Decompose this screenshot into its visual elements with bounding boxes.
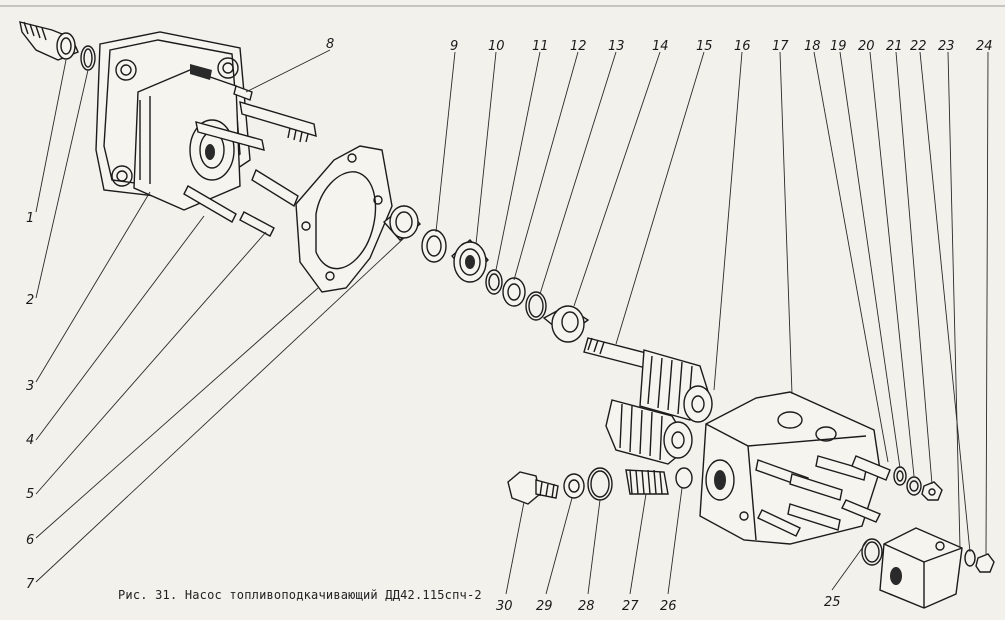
part-13-snap-ring xyxy=(525,291,547,321)
part-29-washer xyxy=(563,473,585,499)
label-29: 29 xyxy=(536,599,553,614)
label-7: 7 xyxy=(26,577,35,592)
label-12: 12 xyxy=(570,39,587,54)
label-15: 15 xyxy=(696,39,713,54)
part-17-pump-body xyxy=(699,391,881,545)
part-12-seal xyxy=(502,277,526,307)
label-13: 13 xyxy=(608,39,625,54)
label-18: 18 xyxy=(804,39,821,54)
label-10: 10 xyxy=(488,39,505,54)
part-9-ring xyxy=(421,229,447,263)
part-24-nut xyxy=(964,549,995,573)
part-18-washer xyxy=(893,466,907,486)
label-23: 23 xyxy=(938,39,955,54)
part-10-bearing xyxy=(451,239,489,283)
label-22: 22 xyxy=(910,39,927,54)
part-7-bushing xyxy=(382,205,422,241)
part-30-plug xyxy=(507,471,559,505)
label-5: 5 xyxy=(26,487,34,502)
label-19: 19 xyxy=(830,39,847,54)
part-2-snap-ring xyxy=(80,45,96,71)
leader-lines xyxy=(35,49,989,595)
part-8-pin xyxy=(233,85,253,101)
part-15-drive-gear-shaft xyxy=(583,337,713,423)
label-9: 9 xyxy=(450,39,458,54)
part-20-nut xyxy=(921,481,943,501)
label-16: 16 xyxy=(734,39,751,54)
label-8: 8 xyxy=(326,37,334,52)
label-3: 3 xyxy=(26,379,34,394)
label-20: 20 xyxy=(858,39,875,54)
part-3-pump-cover xyxy=(95,31,251,211)
figure-caption: Рис. 31. Насос топливоподкачивающий ДД42… xyxy=(118,588,482,602)
part-5-studs xyxy=(183,101,317,223)
label-25: 25 xyxy=(824,595,841,610)
part-11-washer xyxy=(485,269,503,295)
label-14: 14 xyxy=(652,39,669,54)
label-11: 11 xyxy=(532,39,549,54)
label-30: 30 xyxy=(496,599,513,614)
part-28-gasket-ring xyxy=(587,467,613,501)
label-6: 6 xyxy=(26,533,34,548)
part-4-pin xyxy=(239,211,275,237)
part-1-spline-shaft xyxy=(19,21,79,61)
label-27: 27 xyxy=(622,599,639,614)
part-25-o-ring xyxy=(861,538,883,566)
label-26: 26 xyxy=(660,599,677,614)
part-23-end-cover xyxy=(879,527,963,609)
part-19-washer xyxy=(906,476,922,496)
part-26-ball xyxy=(675,467,693,489)
label-24: 24 xyxy=(976,39,993,54)
part-labels: 1 2 3 4 5 6 7 8 9 10 11 12 13 14 15 16 1… xyxy=(26,37,993,614)
label-1: 1 xyxy=(26,211,34,226)
label-4: 4 xyxy=(26,433,34,448)
label-21: 21 xyxy=(886,39,903,54)
part-14-sleeve xyxy=(542,305,590,343)
label-28: 28 xyxy=(578,599,595,614)
label-2: 2 xyxy=(26,293,34,308)
part-driven-gear xyxy=(605,399,693,465)
part-6-gasket xyxy=(295,145,393,293)
label-17: 17 xyxy=(772,39,789,54)
part-27-spring xyxy=(625,469,669,495)
part-body-studs xyxy=(755,455,891,537)
